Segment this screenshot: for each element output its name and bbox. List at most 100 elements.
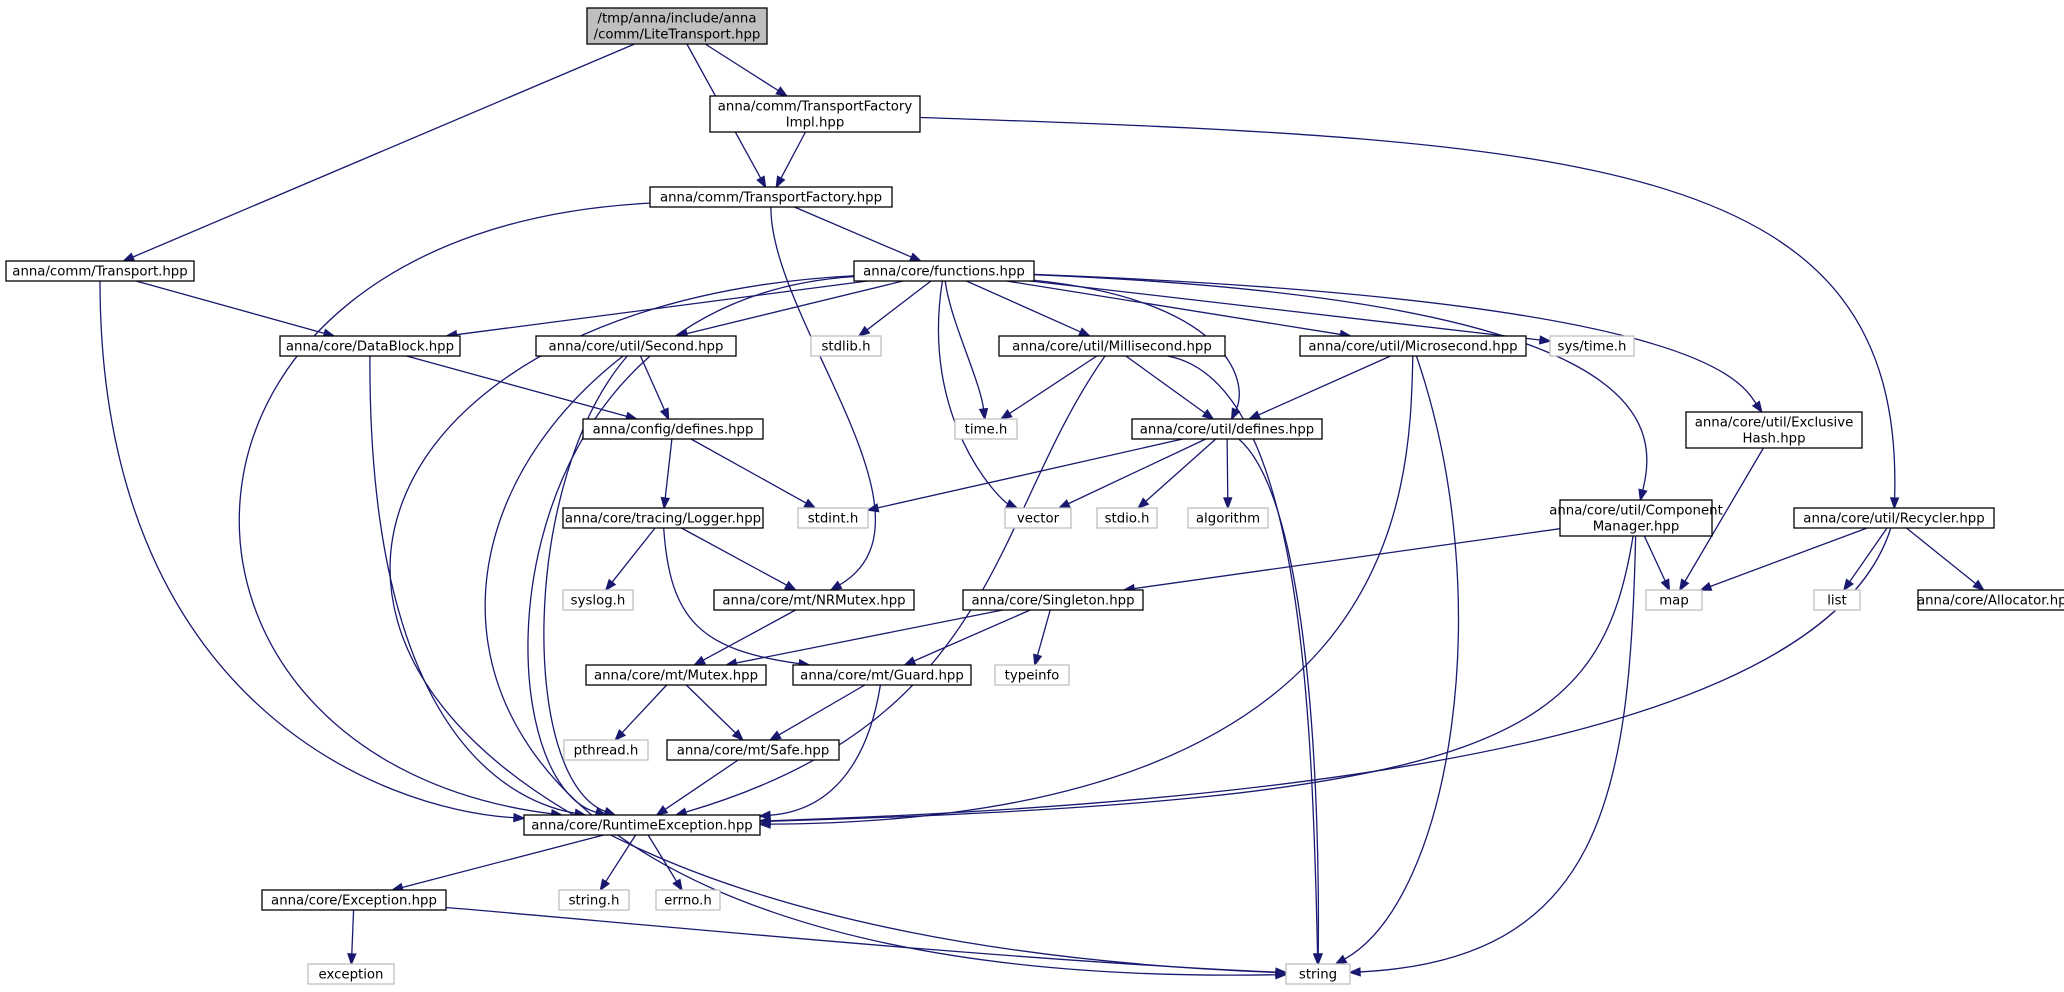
edge-datablock-to-configdefines xyxy=(406,355,639,421)
node-safe[interactable]: anna/core/mt/Safe.hpp xyxy=(666,739,840,761)
edge-line xyxy=(1709,527,1868,588)
edge-exclhash-to-map xyxy=(1678,447,1764,592)
node-label: errno.h xyxy=(664,894,712,909)
edge-line xyxy=(770,206,876,586)
node-box xyxy=(962,589,1144,611)
node-tf[interactable]: anna/comm/TransportFactory.hpp xyxy=(649,186,893,208)
arrowhead xyxy=(672,878,683,892)
arrowhead xyxy=(783,580,798,591)
node-label: anna/core/mt/Guard.hpp xyxy=(800,669,964,684)
node-guard[interactable]: anna/core/mt/Guard.hpp xyxy=(792,664,972,686)
edge-tfimpl-to-tf xyxy=(775,131,807,189)
edge-line xyxy=(1068,438,1207,505)
arrowhead xyxy=(1660,578,1671,592)
arrowhead xyxy=(731,729,745,742)
edge-exception_hpp-to-exception xyxy=(347,909,357,966)
node-second[interactable]: anna/core/util/Second.hpp xyxy=(535,335,737,357)
arrowhead xyxy=(1751,400,1763,414)
node-label: pthread.h xyxy=(574,744,639,759)
arrowhead xyxy=(758,810,771,820)
node-recycler[interactable]: anna/core/util/Recycler.hpp xyxy=(1793,507,1995,529)
node-label: anna/core/tracing/Logger.hpp xyxy=(565,512,761,527)
edge-functions-to-exclhash xyxy=(1033,273,1763,414)
node-utildefines[interactable]: anna/core/util/defines.hpp xyxy=(1131,418,1323,440)
node-label: string.h xyxy=(569,894,620,909)
node-box xyxy=(1685,411,1863,449)
node-box xyxy=(562,589,634,611)
node-label: anna/core/util/Second.hpp xyxy=(549,340,724,355)
edge-line xyxy=(1906,527,1977,585)
node-label: /comm/LiteTransport.hpp xyxy=(594,28,761,43)
node-pthread: pthread.h xyxy=(563,739,649,761)
edge-microsecond-to-string xyxy=(1334,355,1460,965)
arrowhead xyxy=(1334,954,1348,965)
edge-functions-to-stdlib xyxy=(857,280,932,338)
edge-line xyxy=(778,684,866,736)
node-label: string xyxy=(1299,968,1337,983)
edge-functions-to-systime xyxy=(1030,280,1552,345)
node-nrmutex[interactable]: anna/core/mt/NRMutex.hpp xyxy=(713,589,915,611)
node-label: anna/core/Exception.hpp xyxy=(271,894,437,909)
edge-logger-to-nrmutex xyxy=(681,527,798,591)
node-mutex[interactable]: anna/core/mt/Mutex.hpp xyxy=(585,664,767,686)
node-typeinfo: typeinfo xyxy=(994,664,1070,686)
arrowhead xyxy=(659,407,670,421)
node-box xyxy=(585,664,767,686)
node-runtimeexc[interactable]: anna/core/RuntimeException.hpp xyxy=(523,814,761,836)
node-allocator[interactable]: anna/core/Allocator.hpp xyxy=(1917,589,2064,611)
node-label: anna/core/functions.hpp xyxy=(863,265,1025,280)
edge-compmgr-to-map xyxy=(1643,535,1671,592)
arrowhead xyxy=(1275,967,1288,977)
edge-line xyxy=(389,275,1277,974)
arrowhead xyxy=(978,407,989,421)
node-box xyxy=(1549,335,1635,357)
node-functions[interactable]: anna/core/functions.hpp xyxy=(853,260,1035,282)
node-configdefines[interactable]: anna/config/defines.hpp xyxy=(582,418,764,440)
edge-line xyxy=(1006,280,1341,336)
edge-configdefines-to-stdint xyxy=(690,438,817,509)
edge-line xyxy=(690,438,807,504)
node-box xyxy=(1917,589,2064,611)
node-singleton[interactable]: anna/core/Singleton.hpp xyxy=(962,589,1144,611)
node-box xyxy=(261,889,447,911)
edge-line xyxy=(937,280,1009,505)
edge-tf-to-nrmutex xyxy=(770,206,876,591)
edge-line xyxy=(1030,280,1541,341)
node-box xyxy=(713,589,915,611)
arrowhead xyxy=(903,656,917,666)
arrowhead xyxy=(756,175,767,189)
node-transport[interactable]: anna/comm/Transport.hpp xyxy=(5,260,195,282)
node-microsecond[interactable]: anna/core/util/Microsecond.hpp xyxy=(1299,335,1527,357)
node-errno: errno.h xyxy=(655,889,721,911)
edge-runtimeexc-to-stringh xyxy=(599,834,637,892)
arrowhead xyxy=(1699,581,1713,591)
node-label: stdlib.h xyxy=(821,340,870,355)
node-millisecond[interactable]: anna/core/util/Millisecond.hpp xyxy=(998,335,1226,357)
node-datablock[interactable]: anna/core/DataBlock.hpp xyxy=(279,335,461,357)
node-box xyxy=(1793,507,1995,529)
node-logger[interactable]: anna/core/tracing/Logger.hpp xyxy=(562,507,764,529)
edge-line xyxy=(685,355,1106,813)
edge-line xyxy=(681,527,788,586)
edge-line xyxy=(966,280,1081,333)
node-box xyxy=(563,739,649,761)
node-label: anna/comm/TransportFactory.hpp xyxy=(660,191,882,206)
edge-logger-to-syslog xyxy=(604,527,656,592)
node-label: time.h xyxy=(965,423,1008,438)
node-vector: vector xyxy=(1004,507,1072,529)
node-box xyxy=(279,335,461,357)
edge-line xyxy=(1344,355,1460,960)
arrowhead xyxy=(775,175,786,189)
edges-layer xyxy=(99,43,1985,980)
edge-line xyxy=(944,280,985,410)
edge-line xyxy=(1226,438,1229,499)
node-root[interactable]: /tmp/anna/include/anna/comm/LiteTranspor… xyxy=(586,7,768,45)
arrowhead xyxy=(1972,579,1985,592)
nodes-layer: /tmp/anna/include/anna/comm/LiteTranspor… xyxy=(5,7,2064,985)
edge-line xyxy=(685,684,737,734)
edge-mutex-to-safe xyxy=(685,684,745,742)
node-exception-hpp[interactable]: anna/core/Exception.hpp xyxy=(261,889,447,911)
